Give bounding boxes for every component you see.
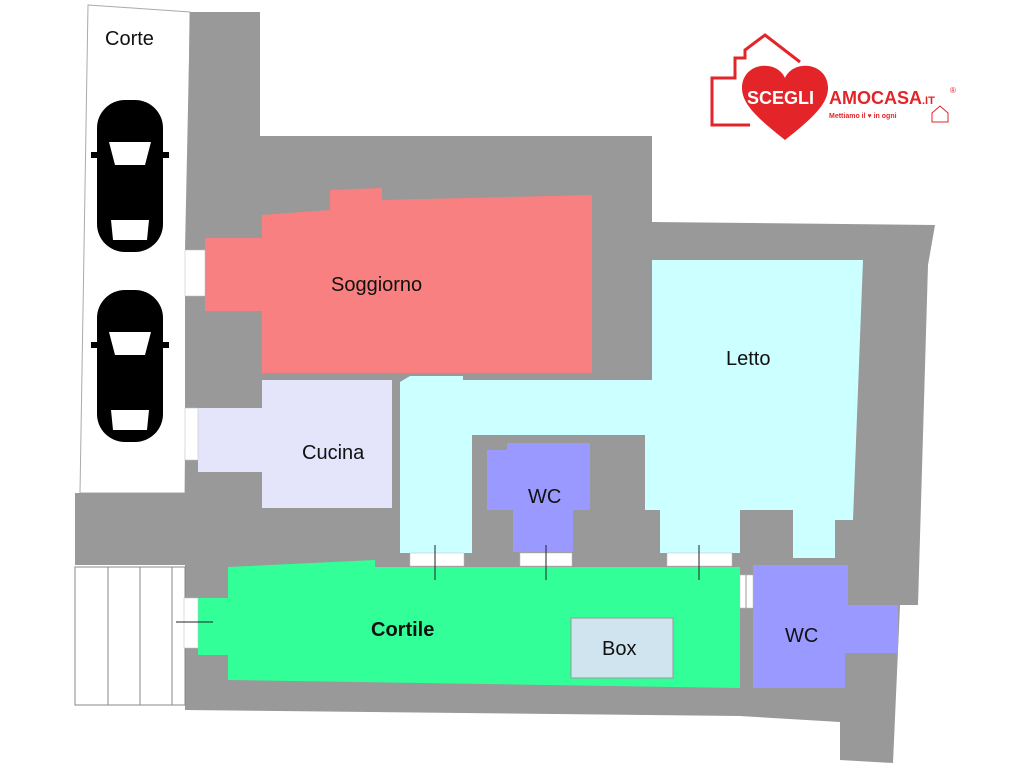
room-wc-1 bbox=[487, 443, 590, 552]
room-letto bbox=[400, 260, 863, 558]
room-cucina bbox=[198, 380, 392, 508]
svg-text:®: ® bbox=[950, 86, 956, 95]
logo-tagline: Mettiamo il ♥ in ogni bbox=[829, 113, 897, 120]
room-wc-2 bbox=[753, 565, 898, 688]
small-house-icon bbox=[931, 105, 949, 123]
label-corte: Corte bbox=[105, 28, 154, 50]
car-icon bbox=[91, 100, 169, 252]
doors bbox=[183, 249, 754, 649]
label-soggiorno: Soggiorno bbox=[331, 274, 422, 296]
label-box: Box bbox=[602, 638, 636, 660]
house-outline-icon bbox=[710, 33, 801, 100]
logo-text: SCEGLI bbox=[747, 88, 814, 108]
car-icon bbox=[91, 290, 169, 442]
label-letto: Letto bbox=[726, 348, 770, 370]
room-soggiorno bbox=[205, 188, 592, 373]
label-cucina: Cucina bbox=[302, 442, 365, 464]
brand-logo: SCEGLI AMOCASA.IT ® Mettiamo il ♥ in ogn… bbox=[710, 33, 956, 140]
parking-stalls bbox=[74, 566, 186, 706]
label-cortile: Cortile bbox=[371, 619, 434, 641]
heart-icon bbox=[742, 65, 828, 140]
label-wc-2: WC bbox=[785, 625, 818, 647]
svg-text:AMOCASA.IT: AMOCASA.IT bbox=[829, 88, 935, 108]
box-area bbox=[570, 617, 674, 679]
door-swing-marks bbox=[176, 545, 747, 623]
label-wc-1: WC bbox=[528, 486, 561, 508]
